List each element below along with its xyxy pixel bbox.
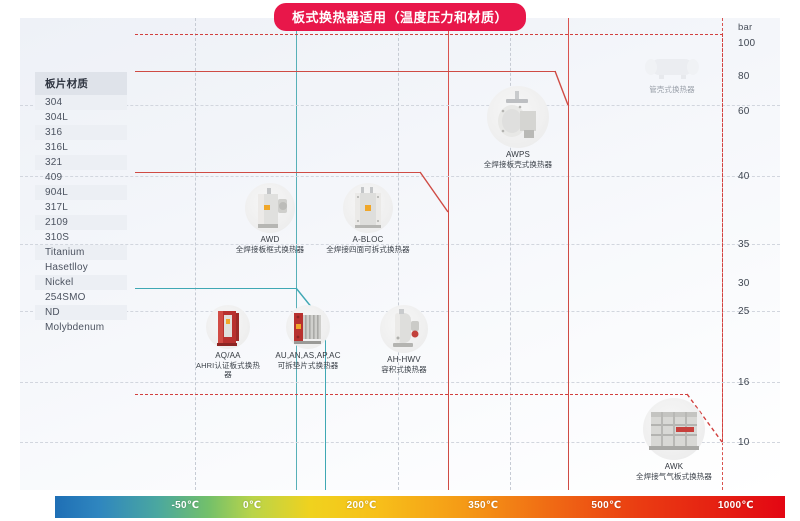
material-item: 409 [45, 172, 63, 183]
material-item: 904L [35, 185, 127, 200]
boundary-gasketed-top [135, 288, 297, 289]
product-name: AWPS [505, 150, 531, 159]
temperature-tick: 0℃ [242, 500, 262, 511]
product-shell-tube: 管壳式换热器 [612, 52, 732, 94]
product-desc: 全焊接板壳式换热器 [483, 160, 553, 169]
aqaa-glyph [217, 311, 239, 346]
auanasapac-icon [286, 305, 330, 349]
boundary-awps-right [568, 104, 569, 490]
product-name: AQ/AA [215, 351, 241, 360]
boundary-awd-right [448, 211, 449, 490]
awd-icon [245, 183, 295, 233]
temperature-tick: 200℃ [346, 500, 377, 511]
product-name: AWK [664, 462, 684, 471]
material-item: 2109 [35, 215, 127, 230]
product-ah-hwv: AH-HWV 容积式换热器 [344, 305, 464, 374]
shell-tube-glyph [645, 59, 699, 79]
boundary-diagonal-16bar [686, 393, 723, 443]
gridline-vertical-1 [195, 18, 196, 490]
pressure-tick: 60 [738, 106, 750, 117]
material-item: Molybdenum [45, 322, 105, 333]
material-list-panel: 板片材质 304 304L 316 316L 321 409 904L 317L… [35, 72, 127, 335]
material-item: 304L [45, 112, 69, 123]
gridline-vertical-5 [510, 18, 511, 490]
gridline-horizontal-100 [20, 105, 780, 106]
abloc-glyph [355, 187, 381, 228]
pressure-tick: 25 [738, 306, 750, 317]
boundary-awps-top [135, 71, 556, 72]
boundary-awd-diagonal [419, 171, 449, 213]
temperature-tick: 350℃ [468, 500, 499, 511]
page-title: 板式换热器适用（温度压力和材质） [273, 3, 527, 31]
gridline-vertical-3 [398, 18, 399, 490]
shell-tube-icon [641, 52, 703, 82]
pressure-tick: 80 [738, 71, 750, 82]
product-desc: 全焊接四面可拆式换热器 [326, 245, 410, 254]
pressure-tick: 30 [738, 278, 750, 289]
material-item: Hasetlloy [45, 262, 88, 273]
boundary-awd-top [135, 172, 421, 173]
awd-glyph [258, 188, 287, 228]
pressure-axis: bar 100 80 60 40 35 30 25 16 10 [738, 18, 778, 490]
product-desc: 容积式换热器 [381, 365, 427, 374]
temperature-tick: 500℃ [591, 500, 622, 511]
gridline-horizontal-60 [20, 176, 780, 177]
ah-hwv-glyph [393, 309, 419, 347]
boundary-right-dashed [722, 34, 723, 442]
product-desc: 可拆垫片式换热器 [277, 361, 339, 370]
temperature-scale-bar: -50℃ 0℃ 200℃ 350℃ 500℃ 1000℃ [55, 496, 785, 518]
gasketed-thumb-row: AQ/AA AHRI认证板式换热器 [193, 305, 343, 380]
pressure-tick: 16 [738, 377, 750, 388]
product-group-gasketed: AQ/AA AHRI认证板式换热器 [193, 305, 343, 380]
product-awk: AWK 全焊接气气板式换热器 [614, 398, 734, 481]
material-item: ND [35, 305, 127, 320]
material-item: 310S [45, 232, 70, 243]
material-item: 316 [35, 125, 127, 140]
product-awps: AWPS 全焊接板壳式换热器 [458, 86, 578, 169]
pressure-tick: 40 [738, 171, 750, 182]
pressure-tick: 100 [738, 38, 756, 49]
material-item: 321 [35, 155, 127, 170]
material-item: 317L [45, 202, 69, 213]
auanasapac-glyph [294, 313, 321, 344]
awps-glyph [498, 91, 536, 138]
awps-icon [487, 86, 549, 148]
abloc-icon [343, 183, 393, 233]
product-desc: AHRI认证板式换热器 [196, 361, 260, 380]
boundary-16bar-dashed [135, 394, 688, 395]
product-name: AH-HWV [387, 355, 421, 364]
pressure-axis-unit: bar [738, 22, 753, 33]
material-item: 304 [35, 95, 127, 110]
material-item: 316L [45, 142, 69, 153]
product-abloc: A-BLOC 全焊接四面可拆式换热器 [308, 183, 428, 254]
ah-hwv-icon [380, 305, 428, 353]
material-item: Titanium [35, 245, 127, 260]
boundary-gasketed-right [325, 323, 326, 490]
gridline-vertical-200c [296, 18, 297, 490]
temperature-tick: -50℃ [171, 500, 200, 511]
awk-icon [643, 398, 705, 460]
temperature-tick: 1000℃ [717, 500, 754, 511]
boundary-ceiling-dashed [135, 34, 723, 35]
material-item: Nickel [35, 275, 127, 290]
product-desc: 管壳式换热器 [649, 85, 695, 94]
product-desc: 全焊接气气板式换热器 [636, 472, 712, 481]
product-aqaa: AQ/AA AHRI认证板式换热器 [193, 305, 263, 380]
gridline-horizontal-25 [20, 382, 780, 383]
awk-glyph [649, 412, 699, 450]
aqaa-icon [206, 305, 250, 349]
product-desc: 全焊接板框式换热器 [235, 245, 305, 254]
material-list-header: 板片材质 [35, 72, 127, 95]
product-awd: AWD 全焊接板框式换热器 [210, 183, 330, 254]
product-name: AU,AN,AS,AP,AC [275, 351, 341, 360]
pressure-tick: 35 [738, 239, 750, 250]
boundary-awps-diagonal [554, 70, 569, 106]
product-auanasapac: AU,AN,AS,AP,AC 可拆垫片式换热器 [273, 305, 343, 380]
product-name: AWD [260, 235, 280, 244]
material-item: 254SMO [45, 292, 86, 303]
gridline-horizontal-16 [20, 442, 780, 443]
gridline-horizontal-40 [20, 244, 780, 245]
pressure-tick: 10 [738, 437, 750, 448]
product-name: A-BLOC [352, 235, 384, 244]
